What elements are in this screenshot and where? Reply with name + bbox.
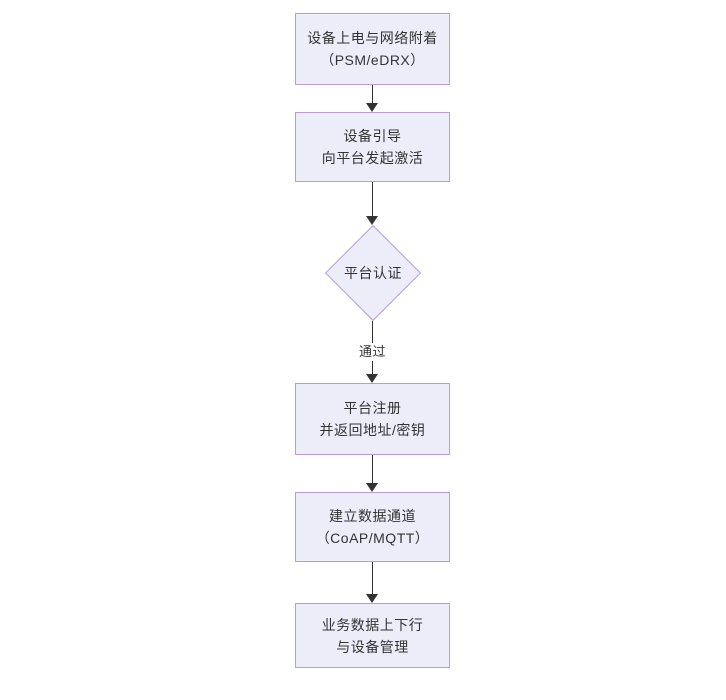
node-platform-register-line2: 并返回地址/密钥 — [319, 422, 426, 438]
arrowhead-service-data — [366, 594, 378, 603]
arrowhead-data-channel — [366, 483, 378, 492]
node-platform-register-line1: 平台注册 — [343, 400, 402, 416]
arrowhead-platform-register — [366, 374, 378, 383]
node-data-channel-line1: 建立数据通道 — [329, 508, 416, 524]
node-bootstrap-line2: 向平台发起激活 — [321, 150, 424, 166]
edge-label-pass: 通过 — [356, 343, 390, 361]
node-data-channel[interactable]: 建立数据通道 （CoAP/MQTT） — [295, 492, 450, 562]
arrowhead-platform-auth — [366, 216, 378, 225]
node-service-data-line1: 业务数据上下行 — [321, 616, 424, 633]
node-power-on[interactable]: 设备上电与网络附着 （PSM/eDRX） — [295, 13, 450, 85]
node-bootstrap[interactable]: 设备引导 向平台发起激活 — [295, 112, 450, 182]
node-power-on-line1: 设备上电与网络附着 — [307, 30, 438, 46]
connector-power-on-to-bootstrap — [372, 85, 373, 107]
node-service-data[interactable]: 业务数据上下行 与设备管理 — [295, 603, 450, 668]
arrowhead-bootstrap — [366, 103, 378, 112]
node-power-on-line2: （PSM/eDRX） — [320, 52, 425, 68]
connector-bootstrap-to-auth — [372, 182, 373, 220]
connector-channel-to-service — [372, 562, 373, 598]
node-platform-register[interactable]: 平台注册 并返回地址/密钥 — [295, 383, 450, 455]
node-bootstrap-line1: 设备引导 — [343, 128, 402, 144]
node-platform-auth[interactable]: 平台认证 — [324, 224, 422, 322]
node-service-data-line2: 与设备管理 — [336, 638, 409, 655]
node-platform-auth-label: 平台认证 — [344, 265, 402, 281]
connector-register-to-channel — [372, 455, 373, 487]
node-data-channel-line2: （CoAP/MQTT） — [315, 530, 430, 546]
